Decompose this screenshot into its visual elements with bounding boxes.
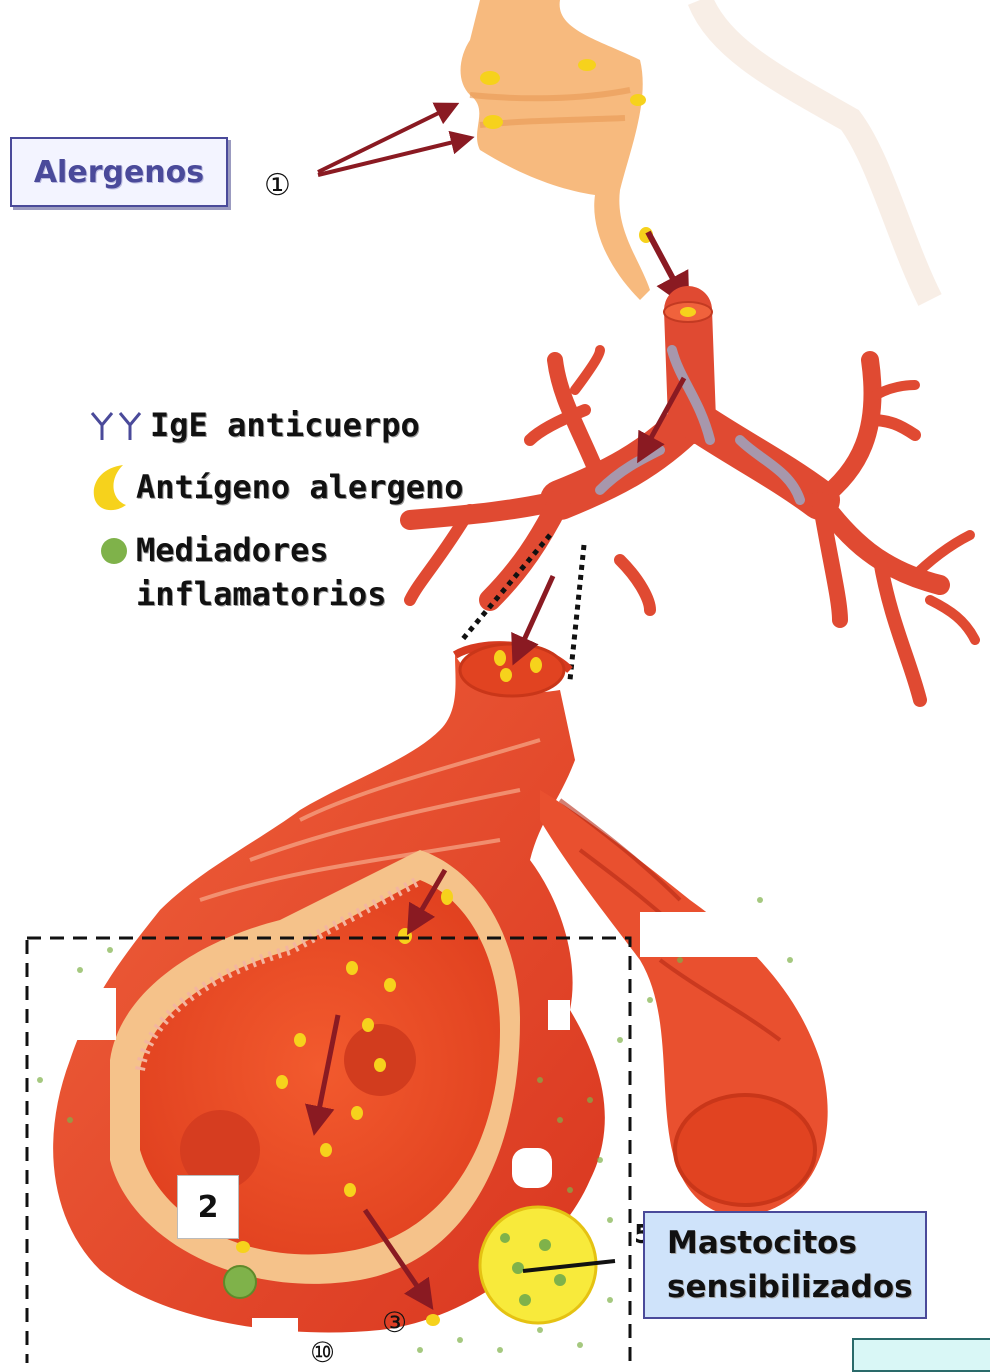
mast-cell xyxy=(480,1207,615,1323)
legend-item-ige: IgE anticuerpo xyxy=(92,405,420,445)
alergenos-label: Alergenos xyxy=(10,137,228,207)
step-3-marker: ③ xyxy=(382,1306,407,1339)
partial-cyan-box xyxy=(852,1338,990,1372)
step-2-label: 2 xyxy=(177,1175,239,1239)
mastocitos-line-2: sensibilizados xyxy=(667,1265,913,1309)
nasal-passage xyxy=(461,0,930,300)
mastocitos-line-1: Mastocitos xyxy=(667,1221,857,1265)
step-10-marker: ⑩ xyxy=(310,1336,335,1369)
step-1-marker: ① xyxy=(264,168,291,203)
legend-label-antigen: Antígeno alergeno xyxy=(136,468,464,506)
allergen-particle xyxy=(483,115,503,129)
legend-item-antigen: Antígeno alergeno xyxy=(92,467,464,507)
legend-item-mediators: Mediadores inflamatorios xyxy=(92,528,386,616)
legend-label-mediators-2: inflamatorios xyxy=(136,572,386,616)
legend-label-ige: IgE anticuerpo xyxy=(150,406,420,444)
allergen-particle xyxy=(480,71,500,85)
mastocitos-label: Mastocitos sensibilizados xyxy=(643,1211,927,1319)
legend-label-mediators-1: Mediadores xyxy=(136,528,386,572)
allergen-particle xyxy=(578,59,596,71)
bronchial-tree xyxy=(410,302,975,700)
allergen-particle xyxy=(630,94,646,106)
